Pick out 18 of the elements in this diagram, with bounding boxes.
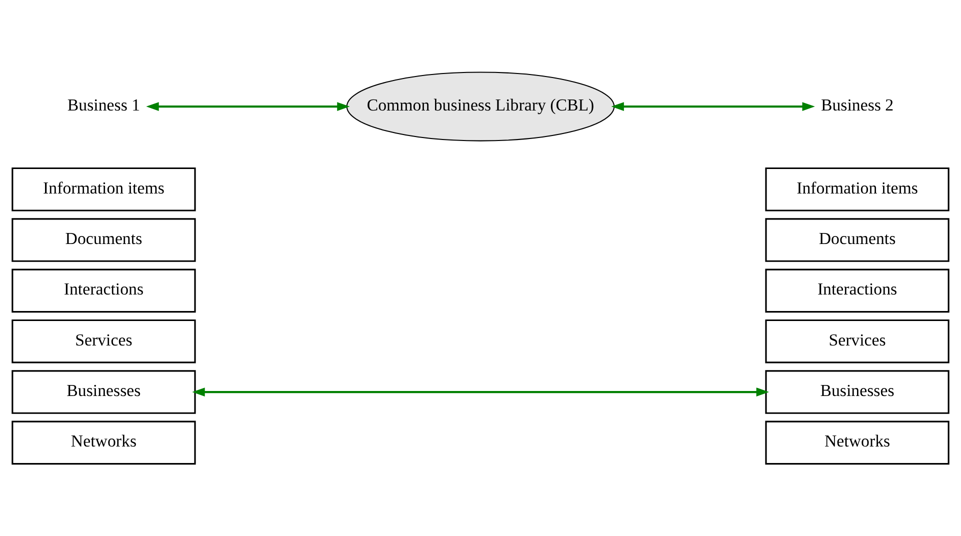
node-box: Networks (12, 420, 196, 465)
node-box: Documents (12, 218, 196, 262)
node-box: Services (12, 319, 196, 364)
node-box: Businesses (12, 370, 196, 414)
node-box: Information items (12, 167, 196, 212)
node-box: Interactions (12, 268, 196, 313)
node-box: Information items (765, 167, 950, 212)
node-box: Businesses (765, 370, 950, 414)
node-text: Business 2 (820, 96, 894, 115)
node-text: Business 1 (67, 96, 140, 115)
arrow (192, 388, 769, 396)
node-box: Services (765, 319, 950, 364)
node-ellipse: Common business Library (CBL) (346, 72, 615, 142)
node-box: Interactions (765, 268, 950, 313)
node-box: Networks (765, 420, 950, 465)
arrow (146, 102, 350, 111)
arrow (611, 102, 815, 111)
node-box: Documents (765, 218, 950, 262)
